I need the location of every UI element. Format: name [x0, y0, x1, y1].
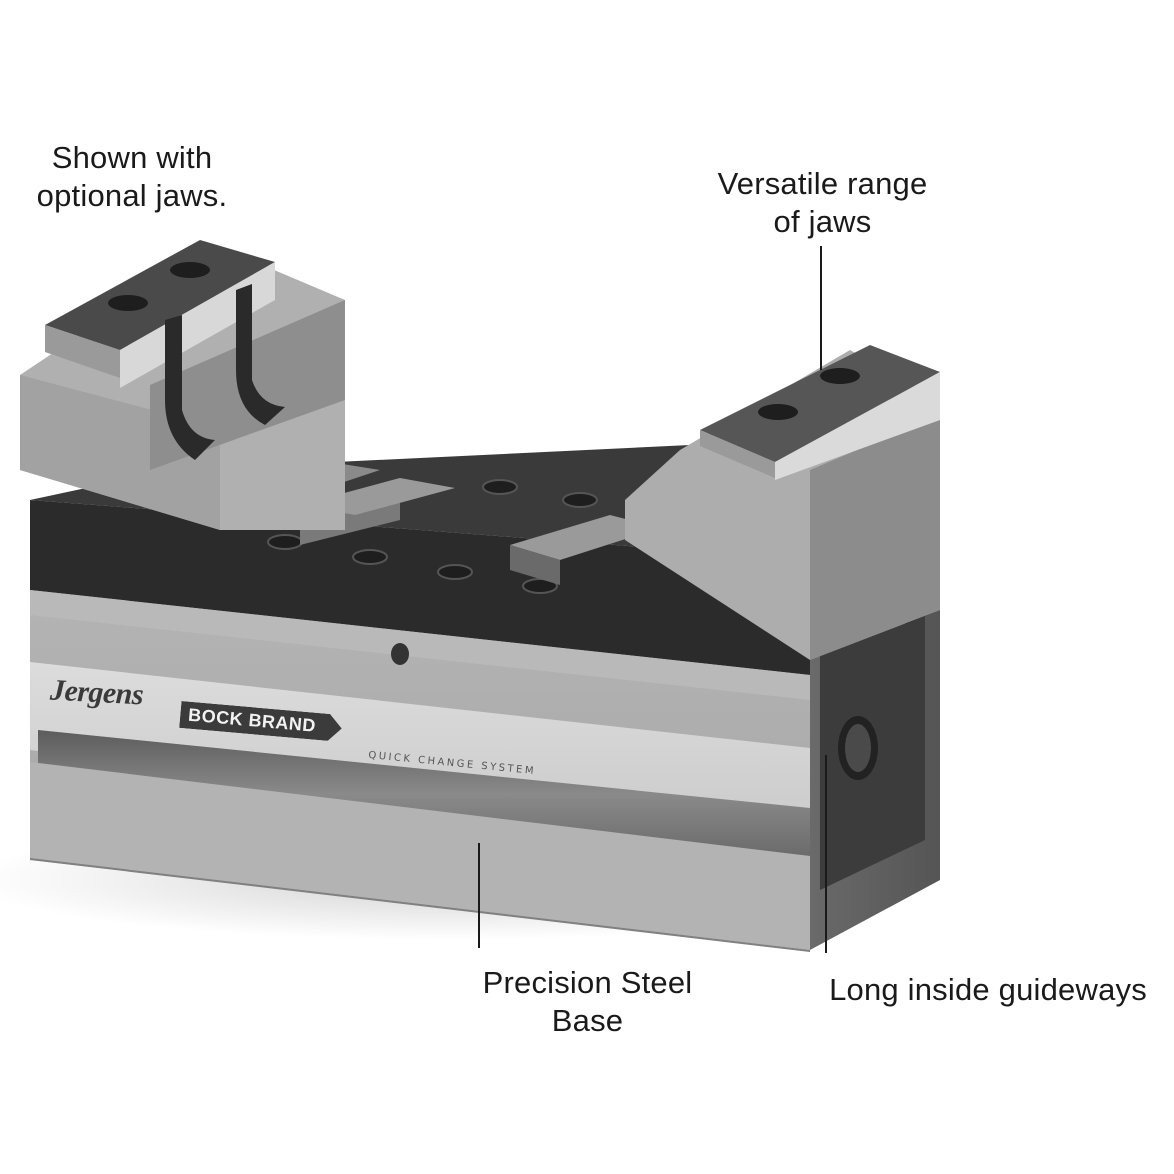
callout-guideways: Long inside guideways [812, 971, 1164, 1009]
leader-line-steel-base [478, 843, 480, 948]
callout-line: Versatile range [717, 166, 928, 201]
callout-steel-base: Precision Steel Base [465, 964, 710, 1040]
callout-line: Base [551, 1003, 624, 1038]
callout-line: of jaws [773, 204, 872, 239]
callout-versatile-jaws: Versatile range of jaws [700, 165, 945, 241]
callout-line: Shown with [51, 140, 213, 175]
callout-line: optional jaws. [36, 178, 228, 213]
callout-line: Long inside guideways [829, 972, 1147, 1007]
leader-line-guideways [825, 755, 827, 953]
base-groove [38, 730, 810, 858]
callout-line: Precision Steel [482, 965, 693, 1000]
jergens-logo: Jergens [49, 673, 144, 712]
callout-optional-jaws: Shown with optional jaws. [22, 139, 242, 215]
base-rail [30, 762, 810, 950]
leader-line-versatile-jaws [820, 246, 822, 370]
